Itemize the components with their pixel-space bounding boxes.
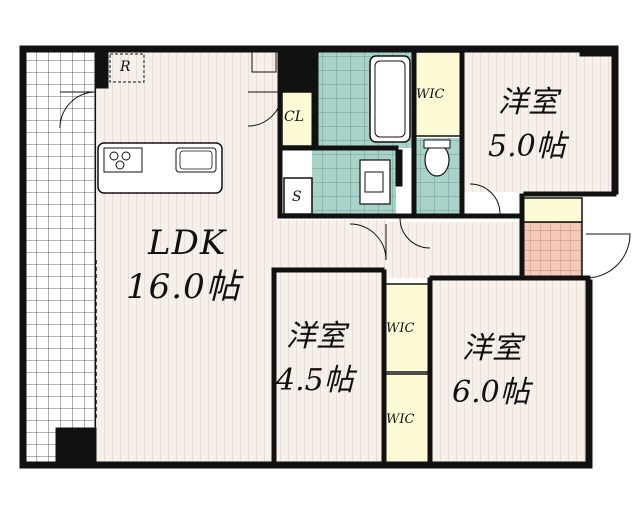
ldk-name: LDK: [148, 223, 227, 263]
bedroom-a-floor: [462, 52, 614, 192]
shoe-area: [283, 177, 313, 215]
entrance: [521, 221, 583, 279]
entry-shoe-box: [521, 197, 583, 223]
hallway: [386, 222, 522, 278]
bedroom-b-name: 洋室: [286, 319, 346, 354]
ldk-floor-lower: [278, 220, 386, 270]
bedroom-c-size: 6.0帖: [452, 375, 530, 410]
wic-top-label: WIC: [416, 87, 445, 102]
shoe-label: S: [292, 189, 302, 205]
balcony: [20, 46, 98, 468]
refrigerator-label: R: [120, 59, 131, 75]
wic-mid-label: WIC: [386, 321, 415, 336]
bedroom-b-floor: [274, 272, 384, 464]
cl-label: CL: [284, 109, 305, 125]
stove-icon: [103, 147, 143, 173]
wic-bottom-label: WIC: [386, 412, 415, 427]
wic-top-area: [413, 51, 463, 137]
bedroom-a-name: 洋室: [498, 85, 558, 120]
bedroom-c-name: 洋室: [462, 331, 522, 366]
door-swings: [59, 52, 631, 279]
sink-icon: [175, 147, 217, 173]
refrigerator-box: [109, 53, 145, 83]
walls: [19, 45, 619, 469]
bathtub-icon: [369, 55, 411, 143]
ldk-size: 16.0帖: [126, 267, 241, 307]
toilet-icon: [424, 143, 450, 177]
bedroom-a-size: 5.0帖: [488, 129, 566, 164]
bedroom-b-size: 4.5帖: [276, 363, 354, 398]
bedroom-c-floor: [430, 280, 588, 464]
wic-mid-area: [383, 283, 431, 373]
ldk-floor: [96, 52, 278, 464]
